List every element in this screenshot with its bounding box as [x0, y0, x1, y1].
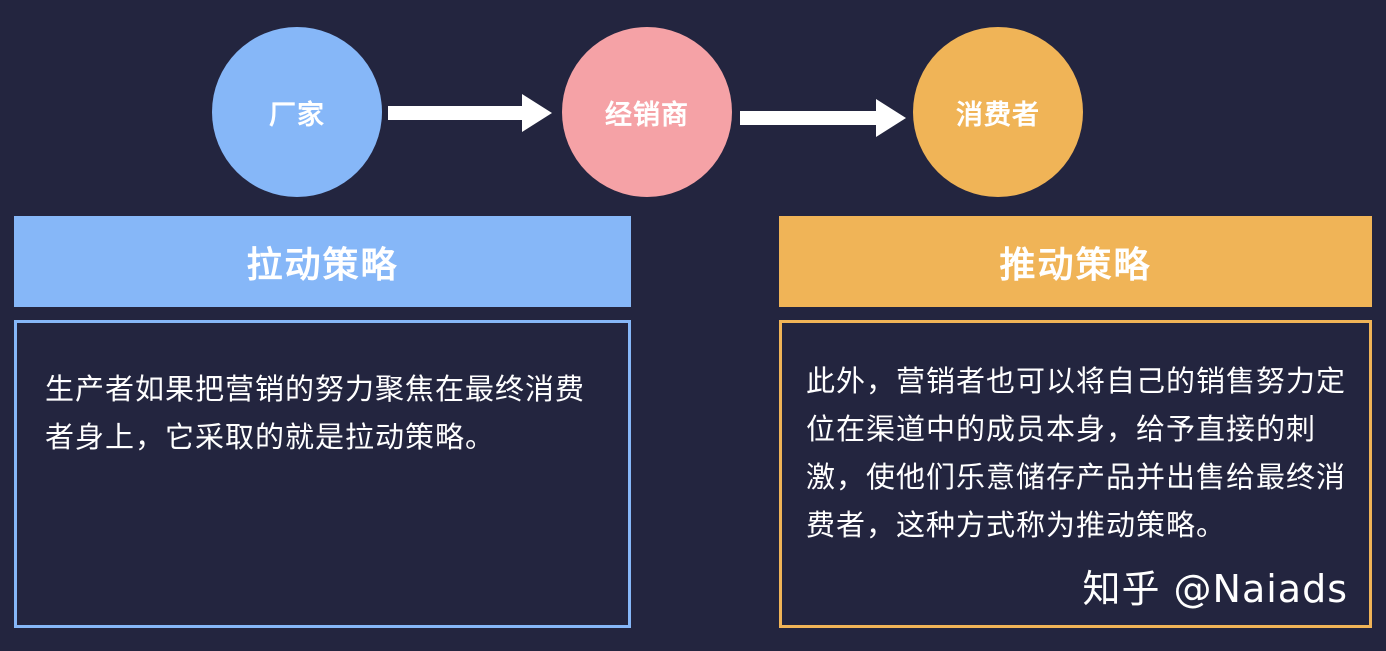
node-manufacturer: 厂家 [212, 27, 382, 197]
pull-strategy-panel: 生产者如果把营销的努力聚焦在最终消费者身上，它采取的就是拉动策略。 [14, 320, 631, 628]
push-strategy-panel: 此外，营销者也可以将自己的销售努力定位在渠道中的成员本身，给予直接的刺激，使他们… [779, 320, 1372, 628]
push-strategy-header: 推动策略 [779, 216, 1372, 307]
node-consumer: 消费者 [913, 27, 1083, 197]
arrow-right-icon [388, 94, 552, 132]
pull-strategy-description: 生产者如果把营销的努力聚焦在最终消费者身上，它采取的就是拉动策略。 [45, 372, 586, 454]
node-distributor: 经销商 [562, 27, 732, 197]
arrow-right-icon [740, 99, 906, 137]
push-strategy-description: 此外，营销者也可以将自己的销售努力定位在渠道中的成员本身，给予直接的刺激，使他们… [806, 364, 1347, 542]
pull-strategy-header: 拉动策略 [14, 216, 631, 307]
zhihu-watermark: 知乎 @Naiads [1082, 567, 1348, 611]
